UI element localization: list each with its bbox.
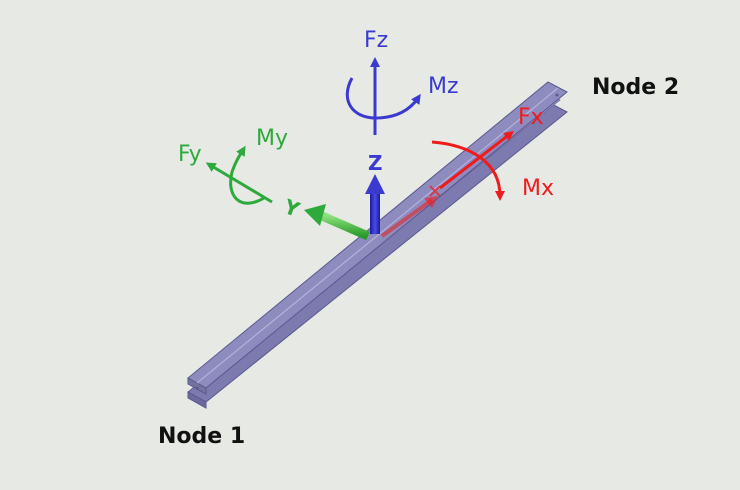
y-axis-arrow: [304, 204, 370, 241]
mx-moment-arc: [431, 140, 505, 201]
node-1-marker: [195, 386, 199, 390]
fy-label: Fy: [178, 142, 202, 167]
mz-moment-arc: [345, 77, 421, 120]
z-axis-letter: Z: [368, 151, 383, 175]
mz-label: Mz: [428, 74, 459, 99]
fx-force-arrow: [439, 130, 514, 190]
mx-label: Mx: [522, 176, 555, 201]
fy-force-arrow: [205, 162, 273, 204]
fx-label: Fx: [518, 105, 544, 130]
i-beam: [187, 81, 568, 409]
x-axis-arrow: [380, 185, 441, 238]
fz-label: Fz: [364, 28, 389, 53]
my-label: My: [256, 126, 289, 151]
node-1-label: Node 1: [158, 424, 246, 449]
z-axis-arrow: [365, 174, 385, 234]
y-axis-letter: Y: [280, 194, 303, 222]
node-2-marker: [555, 93, 559, 97]
my-moment-arc: [229, 145, 265, 205]
node-2-label: Node 2: [592, 75, 680, 100]
